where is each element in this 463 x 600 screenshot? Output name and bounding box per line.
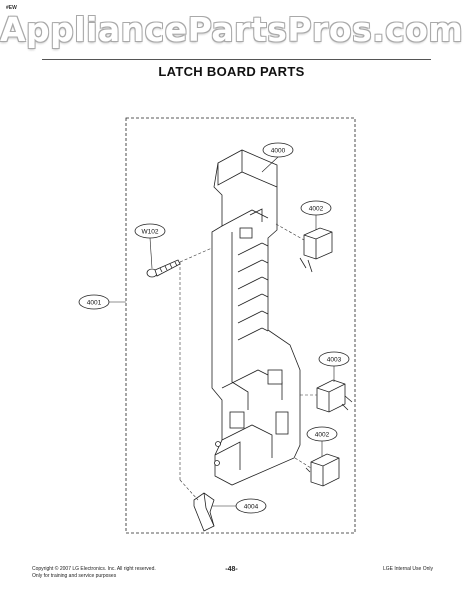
switch-4002-bottom [305, 453, 340, 487]
leader-lines [108, 156, 335, 507]
label-4003: 4003 [327, 357, 342, 364]
switch-4002-top [299, 227, 333, 273]
header-rule [42, 59, 431, 60]
footer-copyright: Copyright © 2007 LG Electronics. Inc. Al… [32, 566, 156, 580]
latch-board [211, 149, 301, 486]
label-4001: 4001 [87, 300, 102, 307]
callout-4002-top: 4002 [300, 200, 332, 216]
footer-internal: LGE Internal Use Only [382, 566, 433, 572]
copyright-text: Copyright © 2007 LG Electronics. Inc. Al… [32, 566, 156, 572]
callout-4002-bottom: 4002 [306, 426, 338, 442]
label-4004: 4004 [244, 504, 259, 511]
page-tag: #EW [6, 5, 17, 11]
assembly-frame [125, 117, 356, 534]
callout-4004: 4004 [235, 498, 267, 514]
label-4002-bottom: 4002 [315, 432, 330, 439]
watermark: AppliancePartsPros.com [0, 10, 463, 49]
switch-4003 [316, 379, 353, 413]
page-number: -48- [225, 566, 238, 573]
callout-4003: 4003 [318, 351, 350, 367]
label-4000: 4000 [271, 148, 286, 155]
callout-w102: W102 [134, 223, 166, 239]
callout-4000: 4000 [262, 142, 294, 158]
screw-w102 [146, 259, 181, 278]
alignment-lines [179, 223, 317, 501]
callout-4001: 4001 [78, 294, 110, 310]
label-w102: W102 [142, 229, 159, 236]
lever-4004 [193, 492, 215, 532]
label-4002-top: 4002 [309, 206, 324, 213]
usage-text: Only for training and service purposes [32, 573, 117, 579]
page-title: LATCH BOARD PARTS [158, 64, 305, 79]
